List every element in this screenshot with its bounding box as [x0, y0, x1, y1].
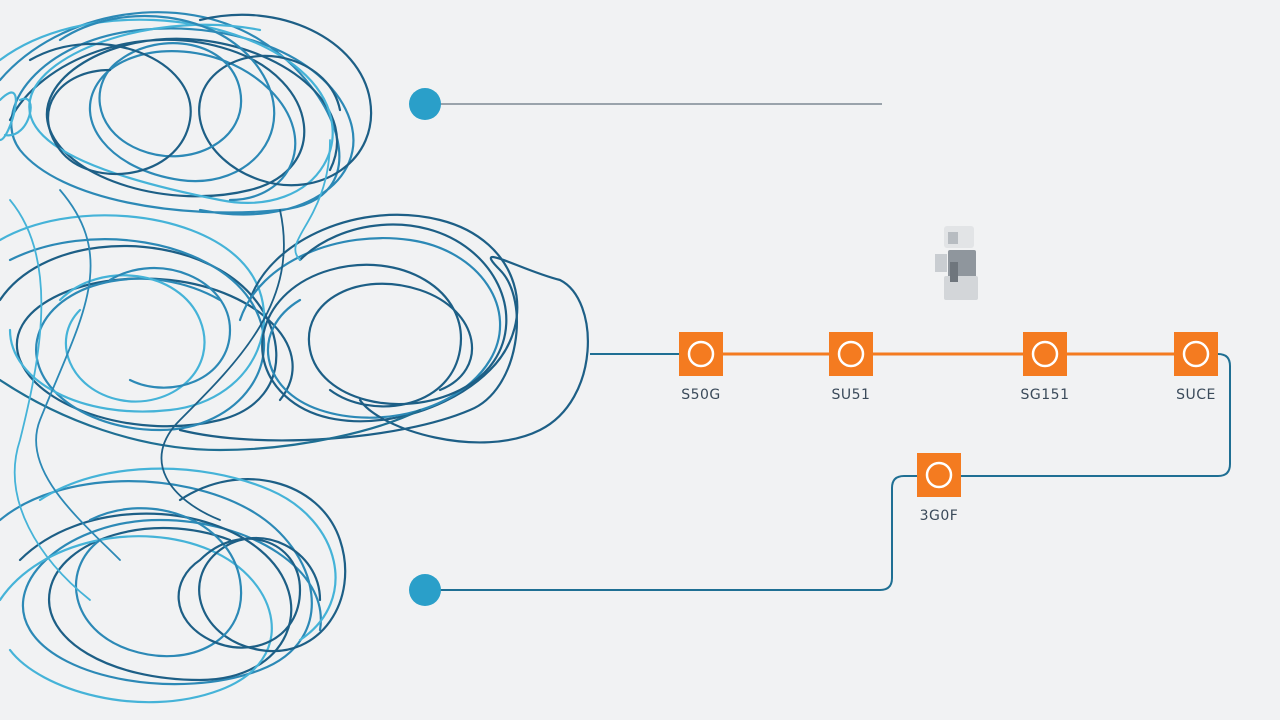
node-label-3: SG151 — [1021, 387, 1070, 403]
node-label-4: SUCE — [1176, 387, 1216, 403]
process-node-4: SUCE — [1174, 332, 1218, 403]
bottom-tangle — [0, 467, 347, 704]
top-tangle — [0, 11, 373, 216]
middle-tangle — [0, 213, 589, 452]
top-endpoint — [409, 88, 441, 120]
node-label-2: SU51 — [832, 387, 871, 403]
long-strands — [9, 139, 331, 601]
process-node-5: 3G0F — [917, 453, 961, 524]
process-node-2: SU51 — [829, 332, 873, 403]
process-node-3: SG151 — [1021, 332, 1070, 403]
figure-icon — [935, 226, 978, 300]
node-label-1: S50G — [681, 387, 721, 403]
node-label-5: 3G0F — [920, 508, 959, 524]
bottom-endpoint — [409, 574, 441, 606]
tangled-lines — [0, 11, 589, 704]
bottom-connector-path — [425, 353, 1231, 591]
process-node-1: S50G — [679, 332, 723, 403]
